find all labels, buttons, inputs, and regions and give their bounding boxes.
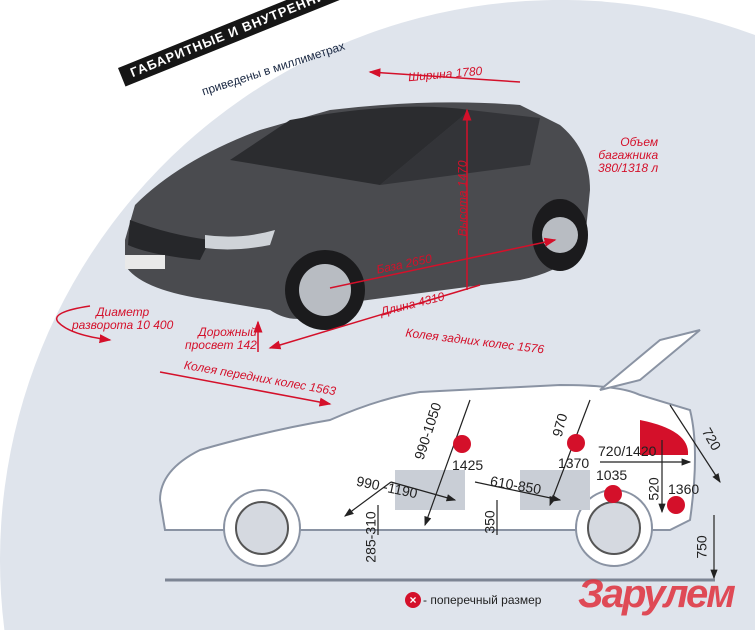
clearance-label: Дорожный просвет 142 <box>185 326 257 352</box>
clearance-label-line2: просвет 142 <box>185 338 257 352</box>
turning-label-line2: разворота 10 400 <box>72 318 174 332</box>
turning-arrow <box>56 305 112 344</box>
turning-label: Диаметр разворота 10 400 <box>72 306 173 332</box>
front-seat-height: 285-310 <box>362 511 379 563</box>
front-track-arrow <box>159 371 332 407</box>
front-width: 1425 <box>452 457 484 473</box>
legend: × - поперечный размер <box>405 592 541 608</box>
load-height: 750 <box>693 535 710 559</box>
rear-width: 1370 <box>558 455 590 471</box>
length-arrow <box>268 284 481 350</box>
trunk-height: 520 <box>645 477 662 501</box>
wheelbase-arrow <box>329 237 557 289</box>
legend-text: - поперечный размер <box>423 593 542 607</box>
wheelarch-width: 1035 <box>596 467 628 483</box>
cross-marker-icon: × <box>405 592 421 608</box>
trunk-label-line2: багажника <box>598 148 659 162</box>
trunk-label-line3: 380/1318 л <box>598 161 659 175</box>
turning-label-line1: Диаметр <box>96 305 150 319</box>
clearance-label-line1: Дорожный <box>198 325 257 339</box>
trunk-label: Объем багажника 380/1318 л <box>598 136 658 175</box>
height-label: Высота 1470 <box>455 160 470 237</box>
trunk-label-line1: Объем <box>620 135 659 149</box>
car-photo <box>125 102 590 330</box>
car-profile <box>158 329 701 567</box>
trunk-length: 720/1420 <box>598 443 657 459</box>
width-arrow <box>368 68 521 83</box>
publisher-logo: Зарулем <box>578 572 736 616</box>
trunk-width: 1360 <box>668 481 700 497</box>
rear-seat-height: 350 <box>481 510 498 534</box>
